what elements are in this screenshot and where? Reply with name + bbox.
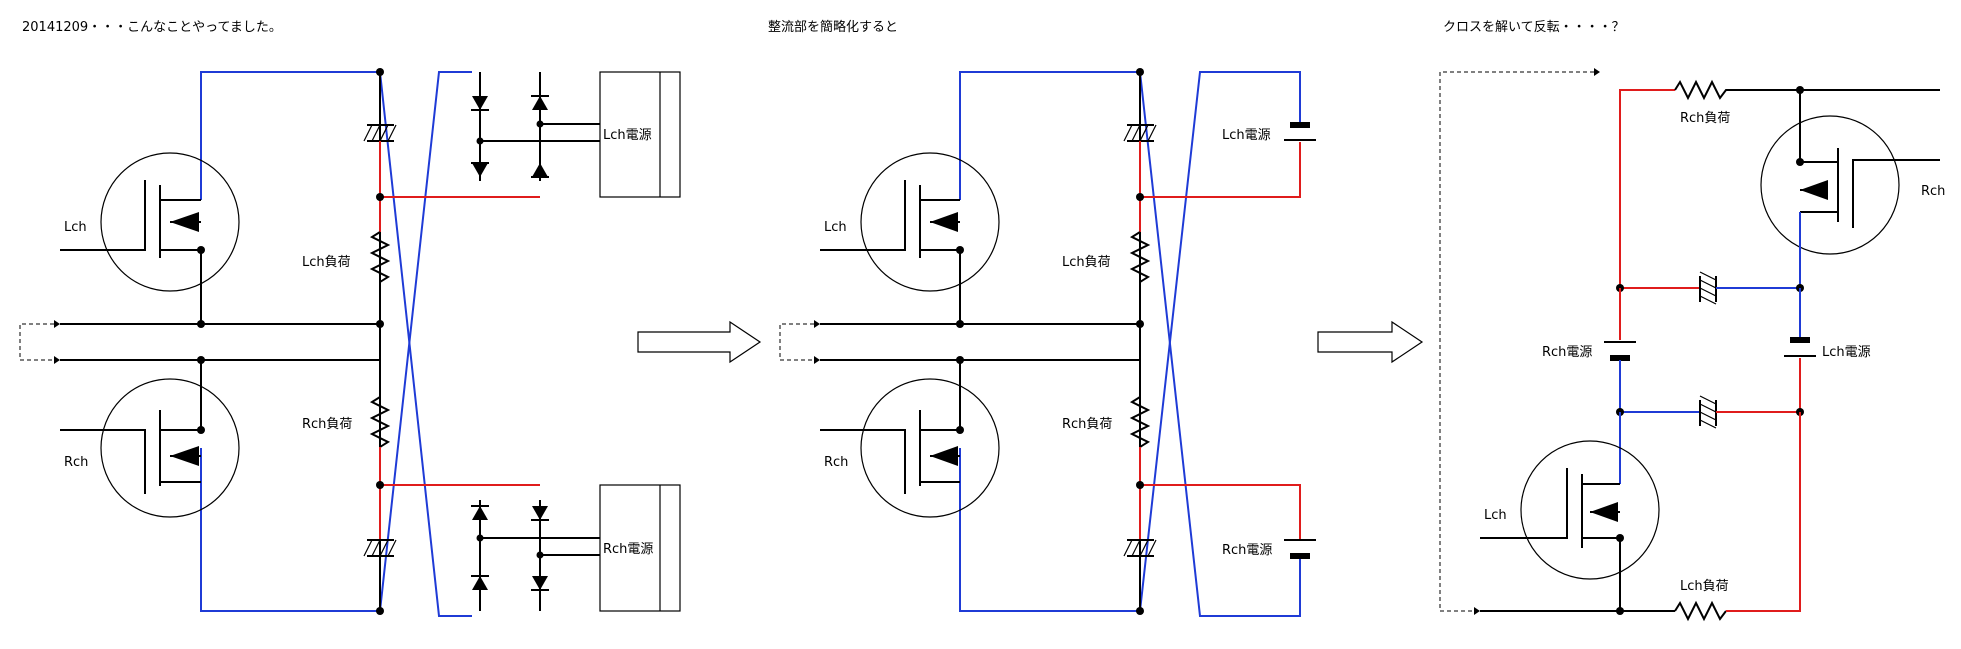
p1-power-box-rch <box>599 484 681 612</box>
p2-blue-wire-lower <box>959 71 1301 612</box>
title-middle: 整流部を簡略化すると <box>768 19 898 35</box>
p3-label-lch: Lch <box>1484 508 1507 523</box>
p1-resistor-rch-load <box>369 396 391 448</box>
p1-label-rch-load: Rch負荷 <box>302 417 352 432</box>
panel-3-inverted-circuit: Rch負荷 Rch Rch電源 Lch電源 <box>1439 68 1945 622</box>
p1-diode <box>472 163 488 177</box>
p1-blue-wire-lower <box>200 71 472 612</box>
p1-diode <box>532 506 548 520</box>
p1-diode <box>472 96 488 110</box>
p1-diode <box>532 163 548 177</box>
p1-label-lch-load: Lch負荷 <box>302 255 351 270</box>
p1-diode <box>472 506 488 520</box>
p3-dashed-link <box>1439 71 1594 612</box>
p2-label-rch: Rch <box>824 455 848 470</box>
p2-label-lch-load: Lch負荷 <box>1062 255 1111 270</box>
p1-mosfet-lch-circle <box>100 152 240 292</box>
p2-label-lch: Lch <box>824 220 847 235</box>
p3-resistor-rch-load <box>1674 79 1940 101</box>
p3-mosfet-lch-circle <box>1520 440 1660 580</box>
p2-label-rch-power: Rch電源 <box>1222 543 1272 558</box>
p2-resistor-rch-load <box>1129 396 1151 448</box>
p1-label-lch-power: Lch電源 <box>603 128 652 143</box>
p1-blue-wire-upper <box>200 71 472 617</box>
p2-label-rch-load: Rch負荷 <box>1062 417 1112 432</box>
p1-dashed-link <box>19 323 54 361</box>
p1-power-box-lch <box>599 71 681 198</box>
p1-label-rch-power: Rch電源 <box>603 542 653 557</box>
p3-label-lch-power: Lch電源 <box>1822 345 1871 360</box>
p3-label-rch-load: Rch負荷 <box>1680 111 1730 126</box>
right-arrow-icon <box>1317 320 1424 364</box>
p1-arrow-head <box>54 320 60 328</box>
p1-diode <box>472 576 488 590</box>
p2-label-lch-power: Lch電源 <box>1222 128 1271 143</box>
p2-mosfet-rch-circle <box>860 378 1000 518</box>
panel-2-simplified-circuit: Lch Rch Lch負荷 Lch電源 <box>779 68 1316 617</box>
p3-label-rch-power: Rch電源 <box>1542 345 1592 360</box>
p1-resistor-lch-load <box>369 231 391 283</box>
p1-arrow-head <box>54 356 60 364</box>
p1-diode <box>532 576 548 590</box>
p1-label-rch: Rch <box>64 455 88 470</box>
p3-label-lch-load: Lch負荷 <box>1680 579 1729 594</box>
right-arrow-icon <box>637 320 762 364</box>
p2-mosfet-lch-circle <box>860 152 1000 292</box>
p1-mosfet-rch-source <box>160 360 202 431</box>
p2-dashed-link <box>779 323 814 361</box>
p2-resistor-lch-load <box>1129 231 1151 283</box>
p1-diode <box>532 96 548 110</box>
p1-mosfet-lch-gate <box>60 180 146 251</box>
panel-1-original-circuit: Lch Rch Lch負荷 <box>19 68 681 617</box>
title-right: クロスを解いて反転・・・・？ <box>1443 20 1625 35</box>
p3-resistor-lch-load <box>1674 600 1727 622</box>
p3-mosfet-rch-circle <box>1760 115 1900 255</box>
title-left: 20141209・・・こんなことやってました。 <box>22 20 282 35</box>
p2-blue-wire-upper <box>959 71 1301 617</box>
p1-mosfet-rch-circle <box>100 378 240 518</box>
p1-label-lch: Lch <box>64 220 87 235</box>
p1-mosfet-rch-gate <box>60 429 146 494</box>
p3-label-rch: Rch <box>1921 184 1945 199</box>
